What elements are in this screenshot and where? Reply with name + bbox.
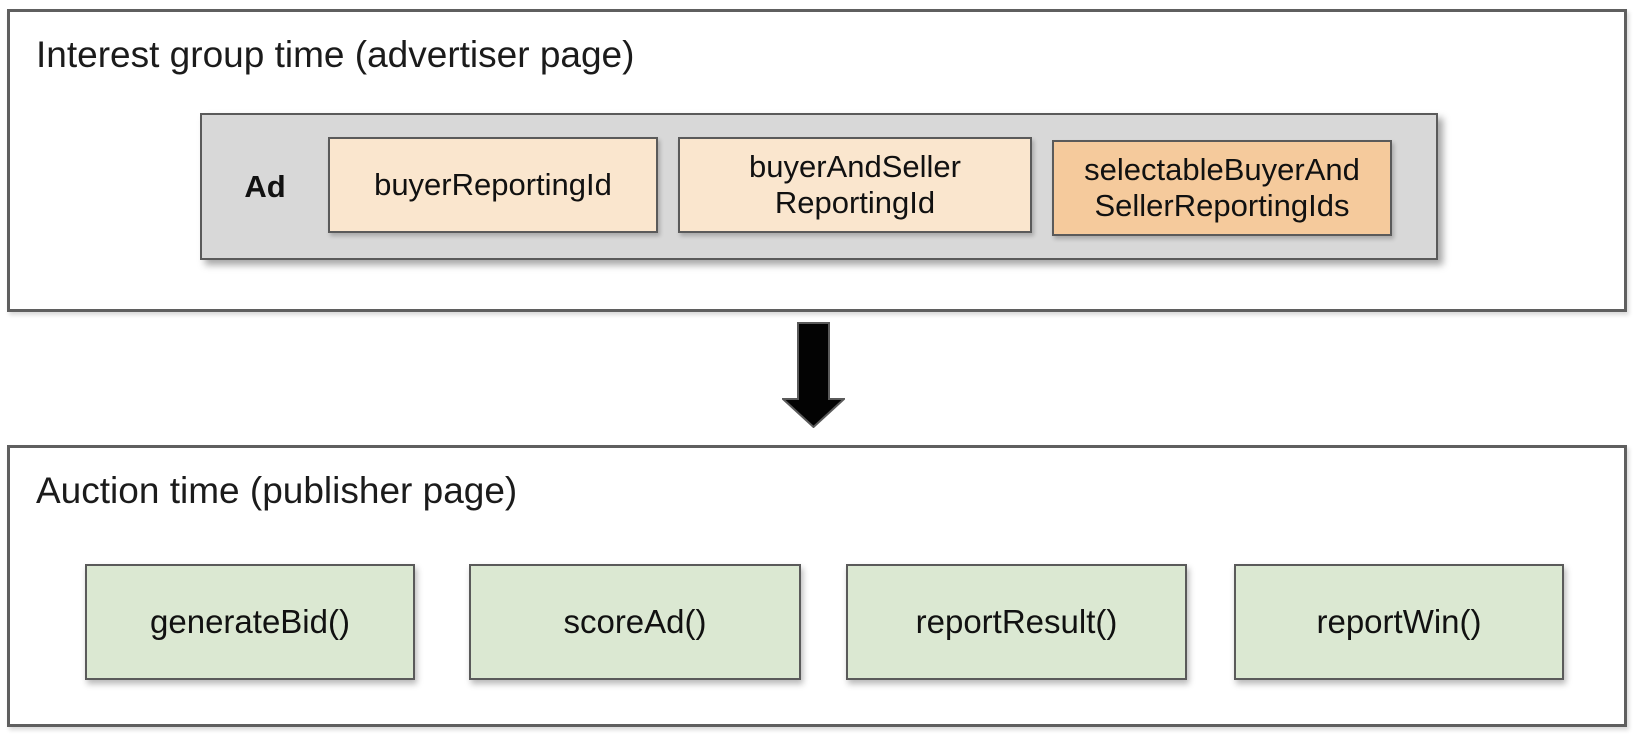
report-result-box: reportResult() <box>846 564 1187 680</box>
buyer-and-seller-reporting-id-box: buyerAndSeller ReportingId <box>678 137 1032 233</box>
generate-bid-box: generateBid() <box>85 564 415 680</box>
buyer-reporting-id-box: buyerReportingId <box>328 137 658 233</box>
auction-title: Auction time (publisher page) <box>36 470 518 511</box>
score-ad-box: scoreAd() <box>469 564 801 680</box>
interest-group-title: Interest group time (advertiser page) <box>36 34 635 75</box>
report-win-box: reportWin() <box>1234 564 1564 680</box>
selectable-buyer-and-seller-reporting-ids-box: selectableBuyerAnd SellerReportingIds <box>1052 140 1392 236</box>
interest-group-panel: Interest group time (advertiser page) Ad… <box>7 9 1627 312</box>
ad-label: Ad <box>244 168 286 204</box>
ad-container: Ad buyerReportingId buyerAndSeller Repor… <box>200 113 1438 260</box>
down-arrow-icon <box>782 322 845 428</box>
auction-panel: Auction time (publisher page) generateBi… <box>7 445 1627 727</box>
